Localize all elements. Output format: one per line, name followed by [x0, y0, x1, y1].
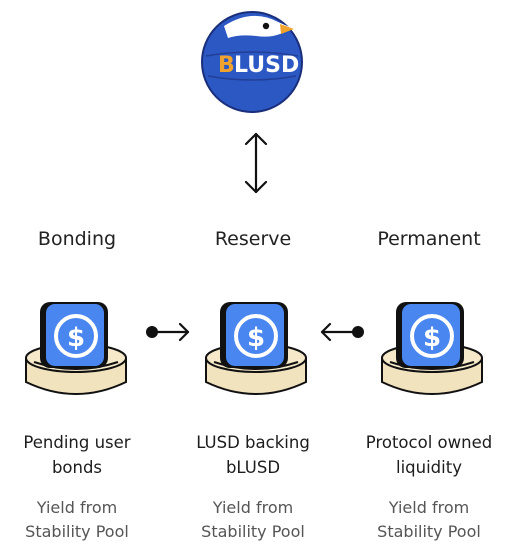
- yield-line: Yield from: [36, 498, 118, 517]
- logo-lusd-text: LUSD: [234, 53, 299, 78]
- column-title-reserve: Reserve: [214, 228, 292, 250]
- yield-line: Stability Pool: [25, 522, 129, 541]
- svg-text:$: $: [247, 323, 265, 353]
- lusd-coin-pot-icon: $: [25, 302, 127, 395]
- column-yield-permanent: Yield from Stability Pool: [344, 496, 511, 544]
- yield-line: Stability Pool: [377, 522, 481, 541]
- up-down-arrow-icon: [244, 132, 268, 194]
- column-title-permanent: Permanent: [377, 228, 481, 250]
- column-yield-reserve: Yield from Stability Pool: [168, 496, 338, 544]
- yield-line: Yield from: [212, 498, 294, 517]
- arrow-left-icon: [320, 322, 364, 342]
- arrow-right-icon: [146, 322, 190, 342]
- description-line: bLUSD: [225, 458, 281, 477]
- svg-text:$: $: [67, 323, 85, 353]
- lusd-coin-pot-icon: $: [205, 302, 307, 395]
- description-line: LUSD backing: [196, 433, 310, 452]
- description-line: bonds: [51, 458, 103, 477]
- column-title-bonding: Bonding: [37, 228, 117, 250]
- logo-b-text: B: [218, 53, 235, 78]
- column-yield-bonding: Yield from Stability Pool: [0, 496, 162, 544]
- description-line: liquidity: [396, 458, 462, 477]
- column-description-permanent: Protocol owned liquidity: [344, 430, 511, 480]
- blusd-logo: B LUSD: [201, 11, 303, 113]
- description-line: Pending user: [23, 433, 131, 452]
- description-line: Protocol owned: [365, 433, 493, 452]
- lusd-coin-pot-icon: $: [381, 302, 483, 395]
- yield-line: Stability Pool: [201, 522, 305, 541]
- svg-text:$: $: [423, 323, 441, 353]
- column-description-reserve: LUSD backing bLUSD: [168, 430, 338, 480]
- column-description-bonding: Pending user bonds: [0, 430, 162, 480]
- yield-line: Yield from: [388, 498, 470, 517]
